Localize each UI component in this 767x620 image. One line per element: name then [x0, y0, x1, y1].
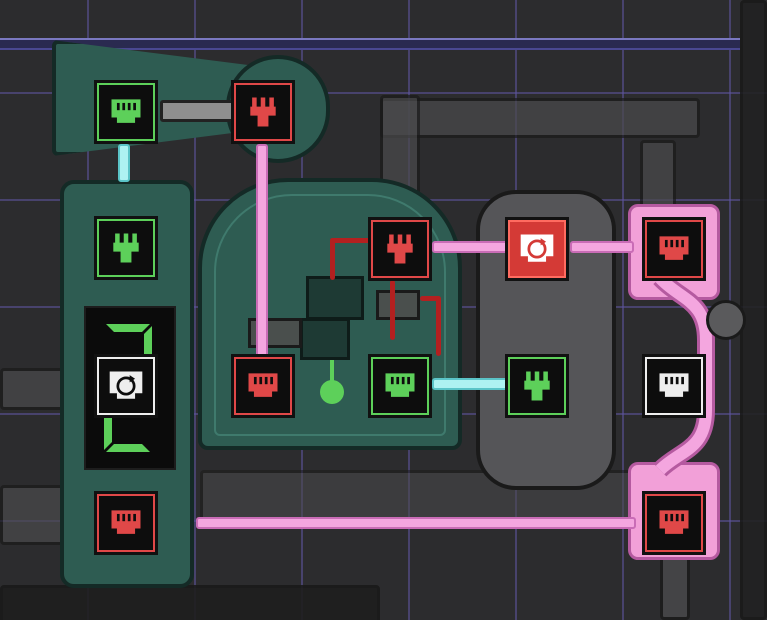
port-p9[interactable] [505, 217, 569, 281]
output-port-icon [111, 99, 141, 123]
center-panel-trim [214, 194, 446, 436]
port-p13[interactable] [642, 491, 706, 555]
port-p4[interactable] [94, 354, 158, 418]
internal-red-wire [420, 296, 440, 301]
port-p6[interactable] [368, 217, 432, 281]
top-conduit [0, 38, 740, 50]
port-p1[interactable] [94, 80, 158, 144]
pink-wire-top-right [432, 241, 508, 253]
port-p5[interactable] [94, 491, 158, 555]
right-pink-track [653, 271, 715, 477]
background-pipe [640, 140, 676, 210]
port-p12[interactable] [642, 354, 706, 418]
internal-red-wire [390, 280, 395, 340]
cyan-wire [118, 144, 130, 182]
background-pipe [380, 98, 700, 138]
status-lamp [320, 380, 344, 404]
internal-red-wire [436, 296, 441, 356]
logic-gate-block [376, 290, 420, 320]
internal-red-wire [330, 238, 335, 280]
input-port-icon [113, 233, 139, 263]
cyan-wire [432, 378, 508, 390]
output-port-icon [659, 373, 689, 397]
port-p3[interactable] [94, 216, 158, 280]
pink-wire-top-right [570, 241, 634, 253]
gear-cluster [706, 300, 746, 340]
port-p7[interactable] [231, 354, 295, 418]
output-port-icon [111, 510, 141, 534]
output-port-icon [659, 510, 689, 534]
logic-gate-block [300, 318, 350, 360]
port-p8[interactable] [368, 354, 432, 418]
background-pipe [0, 585, 380, 620]
background-pipe [0, 368, 70, 410]
reset-port-icon [109, 371, 143, 399]
output-port-icon [659, 236, 689, 260]
background-pipe [660, 550, 690, 620]
gray-link-wire [160, 100, 234, 122]
status-lamp-stem [330, 360, 334, 384]
output-port-icon [248, 373, 278, 397]
input-port-icon [250, 97, 276, 127]
background-pipe [0, 485, 70, 545]
internal-red-wire [330, 238, 380, 243]
pink-wire-bottom [196, 517, 636, 529]
port-p11[interactable] [642, 217, 706, 281]
port-p2[interactable] [231, 80, 295, 144]
pink-wire-vertical [256, 144, 268, 358]
input-port-icon [524, 371, 550, 401]
reset-port-icon [520, 234, 554, 262]
logic-gate-block [306, 276, 364, 320]
port-p10[interactable] [505, 354, 569, 418]
background-pipe [740, 0, 767, 620]
output-port-icon [385, 373, 415, 397]
input-port-icon [387, 234, 413, 264]
